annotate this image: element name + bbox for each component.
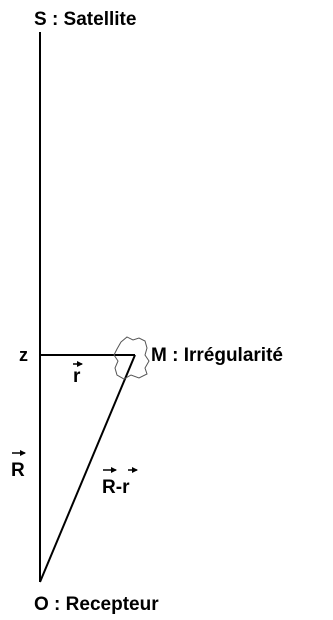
irregularity-label: M : Irrégularité <box>151 345 283 366</box>
vector-r-label: r <box>73 361 83 387</box>
receiver-label: O : Recepteur <box>34 594 159 615</box>
z-axis-label: z <box>19 345 28 365</box>
svg-text:R: R <box>11 460 25 481</box>
satellite-label: S : Satellite <box>34 9 136 30</box>
line-o-to-m <box>39 354 136 583</box>
vector-R-minus-r-label: R-r <box>102 467 138 498</box>
vector-R-label: R <box>11 450 26 481</box>
svg-text:R-r: R-r <box>102 477 130 498</box>
svg-text:r: r <box>73 366 81 387</box>
irregularity-icon <box>113 336 150 380</box>
